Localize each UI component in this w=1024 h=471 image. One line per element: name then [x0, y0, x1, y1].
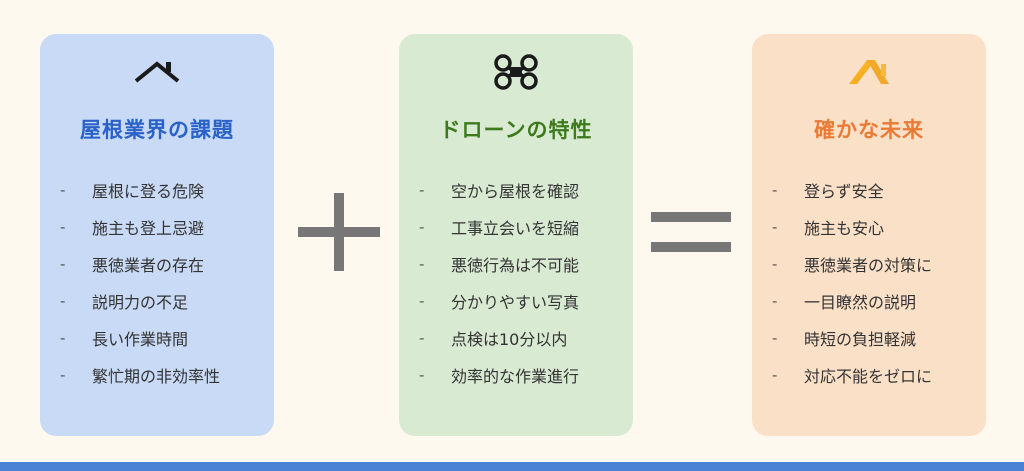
list-item: - 悪徳業者の存在: [60, 245, 264, 282]
list-item: - 一目瞭然の説明: [772, 282, 976, 319]
list-item: - 工事立会いを短縮: [419, 208, 623, 245]
list-marker: -: [60, 328, 66, 347]
list-marker: -: [60, 254, 66, 273]
list-item-text: 分かりやすい写真: [451, 292, 580, 312]
list-marker: -: [419, 291, 425, 310]
list-marker: -: [60, 291, 66, 310]
list-item: - 点検は10分以内: [419, 319, 623, 356]
list-item: - 屋根に登る危険: [60, 171, 264, 208]
list-item: - 悪徳業者の対策に: [772, 245, 976, 282]
drone-card: ドローンの特性 - 空から屋根を確認 - 工事立会いを短縮 - 悪徳行為は不可能 - 分…: [399, 34, 633, 436]
list-marker: -: [60, 180, 66, 199]
list-item-text: 点検は10分以内: [451, 329, 568, 349]
list-marker: -: [772, 365, 778, 384]
list-item: - 分かりやすい写真: [419, 282, 623, 319]
list-item: - 悪徳行為は不可能: [419, 245, 623, 282]
problems-list: - 屋根に登る危険 - 施主も登上忌避 - 悪徳業者の存在 - 説明力の不足 - 長い作業…: [60, 171, 264, 393]
list-marker: -: [60, 365, 66, 384]
problems-title: 屋根業界の課題: [80, 118, 234, 142]
list-item-text: 悪徳業者の対策に: [804, 255, 933, 275]
list-item-text: 施主も安心: [804, 218, 885, 238]
list-marker: -: [772, 328, 778, 347]
list-item-text: 繁忙期の非効率性: [92, 366, 221, 386]
list-item-text: 登らず安全: [804, 181, 884, 201]
list-item: - 施主も安心: [772, 208, 976, 245]
list-item-text: 説明力の不足: [92, 292, 189, 312]
list-item: - 対応不能をゼロに: [772, 356, 976, 393]
list-item-text: 長い作業時間: [92, 329, 189, 349]
list-marker: -: [419, 254, 425, 273]
list-marker: -: [60, 217, 66, 236]
list-item: - 効率的な作業進行: [419, 356, 623, 393]
list-marker: -: [419, 180, 425, 199]
list-marker: -: [419, 217, 425, 236]
list-item-text: 一目瞭然の説明: [804, 292, 917, 312]
list-marker: -: [419, 365, 425, 384]
list-item: - 時短の負担軽減: [772, 319, 976, 356]
list-marker: -: [772, 180, 778, 199]
drone-list: -空から屋根を確認 -工事立会いを短縮 -悪徳行為は不可能 -分かりやすい写真 …: [419, 171, 623, 393]
bottom-accent-bar: [0, 462, 1024, 471]
equals-top-bar: [651, 212, 731, 222]
list-item: - 空から屋根を確認: [419, 171, 623, 208]
list-marker: -: [419, 328, 425, 347]
list-item-text: 施主も登上忌避: [92, 218, 205, 238]
list-item: - 繁忙期の非効率性: [60, 356, 264, 393]
drone-icon: [399, 54, 633, 90]
list-item-text: 時短の負担軽減: [804, 329, 917, 349]
future-list: - 登らず安全 - 施主も安心 - 悪徳業者の対策に - 一目瞭然の説明 - 時短の負担軽…: [772, 171, 976, 393]
list-item: - 長い作業時間: [60, 319, 264, 356]
list-marker: -: [772, 217, 778, 236]
plus-vertical-bar: [334, 193, 344, 271]
list-item: - 説明力の不足: [60, 282, 264, 319]
problems-card: 屋根業界の課題 - 屋根に登る危険 - 施主も登上忌避 - 悪徳業者の存在 - 説明力の…: [40, 34, 274, 436]
future-card: 確かな未来 - 登らず安全 - 施主も安心 - 悪徳業者の対策に - 一目瞭然の説明 -…: [752, 34, 986, 436]
drone-title: ドローンの特性: [439, 118, 593, 142]
list-item-text: 空から屋根を確認: [451, 181, 580, 201]
list-marker: -: [772, 291, 778, 310]
list-item-text: 悪徳業者の存在: [92, 255, 205, 275]
future-title: 確かな未来: [814, 118, 924, 142]
list-item-text: 効率的な作業進行: [451, 366, 580, 386]
list-item-text: 対応不能をゼロに: [804, 366, 933, 386]
roof-icon: [40, 54, 274, 90]
list-item: - 登らず安全: [772, 171, 976, 208]
house-icon: [752, 54, 986, 90]
equals-bottom-bar: [651, 242, 731, 252]
list-item-text: 工事立会いを短縮: [451, 218, 580, 238]
list-marker: -: [772, 254, 778, 273]
list-item-text: 悪徳行為は不可能: [451, 255, 580, 275]
list-item: - 施主も登上忌避: [60, 208, 264, 245]
list-item-text: 屋根に登る危険: [92, 181, 205, 201]
